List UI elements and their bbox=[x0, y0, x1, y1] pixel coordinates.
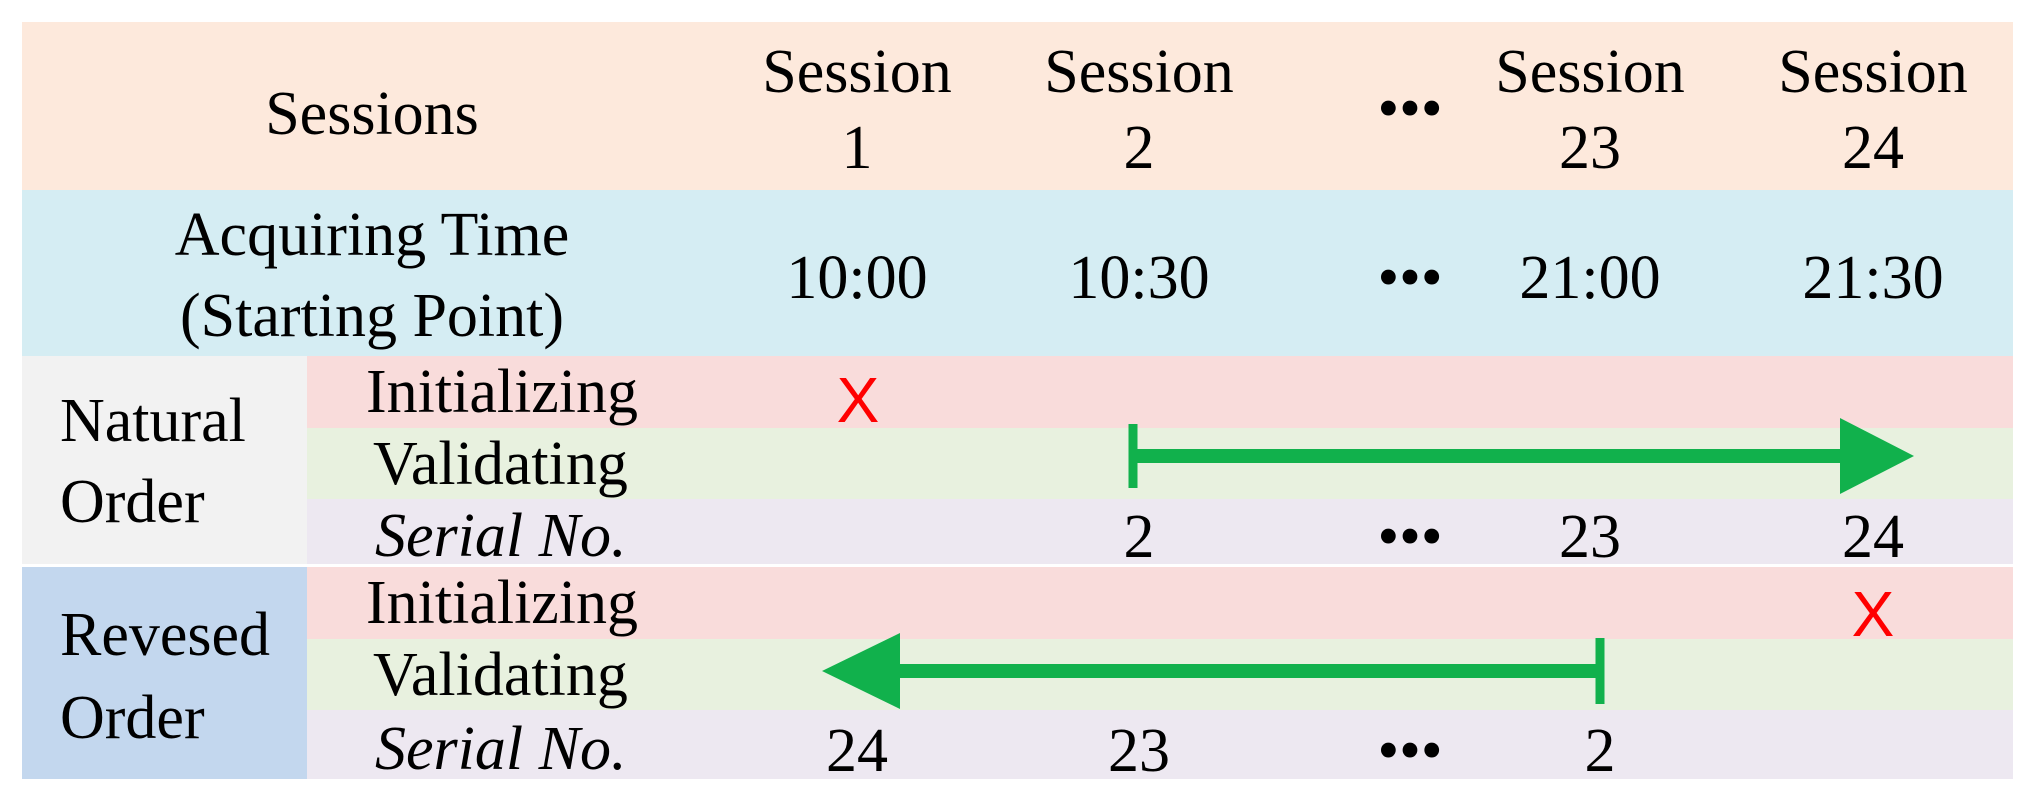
time-ellipsis: ••• bbox=[1377, 244, 1443, 312]
session-24-line2: 24 bbox=[1842, 114, 1904, 182]
reversed-serial-label: Serial No. bbox=[375, 715, 627, 783]
reversed-serial-ellipsis: ••• bbox=[1377, 717, 1443, 785]
time-session-1: 10:00 bbox=[786, 244, 928, 312]
time-row-bg bbox=[22, 190, 2013, 356]
time-session-23: 21:00 bbox=[1519, 244, 1661, 312]
natural-init-cross-icon: X bbox=[836, 364, 880, 436]
reversed-serial-session-23: 2 bbox=[1584, 717, 1616, 785]
header-row-bg bbox=[22, 22, 2013, 190]
natural-serial-ellipsis: ••• bbox=[1377, 503, 1443, 571]
natural-initializing-label: Initializing bbox=[366, 358, 639, 426]
time-session-2: 10:30 bbox=[1068, 244, 1210, 312]
natural-serial-session-2: 2 bbox=[1123, 503, 1155, 571]
session-24-line1: Session bbox=[1778, 38, 1968, 106]
reversed-serial-session-1: 24 bbox=[826, 717, 888, 785]
session-2-line2: 2 bbox=[1123, 114, 1155, 182]
session-2-line1: Session bbox=[1044, 38, 1234, 106]
reversed-initializing-bg bbox=[307, 567, 2013, 639]
natural-serial-session-23: 23 bbox=[1559, 503, 1621, 571]
natural-validating-bg bbox=[307, 428, 2013, 499]
reversed-validating-label: Validating bbox=[373, 641, 628, 709]
reversed-label-bg bbox=[22, 567, 307, 779]
sessions-header-label: Sessions bbox=[265, 80, 479, 148]
session-1-line2: 1 bbox=[841, 114, 873, 182]
reversed-order-label-line1: Revesed bbox=[60, 601, 271, 669]
session-1-line1: Session bbox=[762, 38, 952, 106]
acquiring-time-label-line1: Acquiring Time bbox=[174, 201, 570, 269]
time-session-24: 21:30 bbox=[1802, 244, 1944, 312]
reversed-initializing-label: Initializing bbox=[366, 569, 639, 637]
reversed-serial-session-2: 23 bbox=[1108, 717, 1170, 785]
natural-validating-label: Validating bbox=[373, 430, 628, 498]
natural-label-bg bbox=[22, 356, 307, 564]
reversed-init-cross-icon: X bbox=[1851, 578, 1895, 650]
natural-serial-bg bbox=[307, 499, 2013, 564]
reversed-order-label-line2: Order bbox=[60, 684, 205, 752]
natural-validating-arrow bbox=[1128, 418, 1914, 494]
reversed-validating-arrow bbox=[822, 633, 1605, 709]
natural-serial-label: Serial No. bbox=[375, 502, 627, 570]
session-23-line2: 23 bbox=[1559, 114, 1621, 182]
reversed-serial-bg bbox=[307, 710, 2013, 779]
acquiring-time-label-line2: (Starting Point) bbox=[179, 282, 565, 350]
natural-initializing-bg bbox=[307, 356, 2013, 428]
session-ellipsis: ••• bbox=[1377, 75, 1443, 143]
session-23-line1: Session bbox=[1495, 38, 1685, 106]
natural-order-label-line2: Order bbox=[60, 468, 205, 536]
natural-serial-session-24: 24 bbox=[1842, 503, 1904, 571]
natural-order-label-line1: Natural bbox=[60, 387, 246, 455]
